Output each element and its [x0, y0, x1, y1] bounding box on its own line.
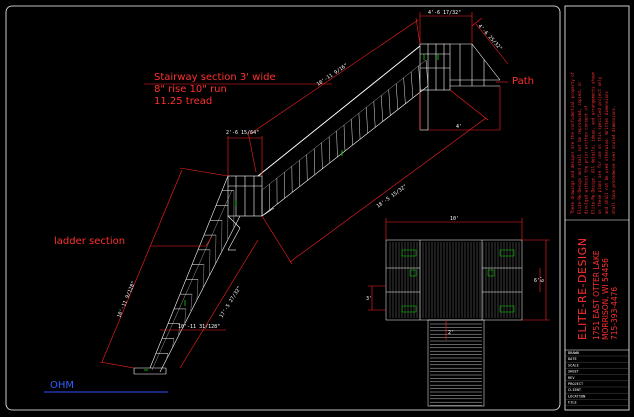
- notice-line: These drawings and designs are the confi…: [570, 71, 575, 214]
- ladder-brace: [184, 308, 187, 325]
- dim-top-width: 4'-6 17/32": [428, 10, 461, 16]
- dim-ladder-diag: 17'-5 27/32": [219, 285, 243, 319]
- green-marks: [144, 54, 439, 371]
- notes: Stairway section 3' wide 8" rise 10" run…: [50, 72, 534, 391]
- baluster: [321, 142, 323, 169]
- title-row-label: CLIENT: [568, 388, 582, 392]
- dim-plan-height: 6': [540, 276, 546, 282]
- stairway-note-2: 8" rise 10" run: [154, 84, 227, 95]
- dim-ladder-base: 10'-11 31/128": [178, 324, 220, 330]
- ladder-brace: [202, 264, 205, 289]
- ladder-brace: [196, 279, 199, 301]
- dim-upper-stair: 10'-11 9/16": [316, 62, 349, 87]
- notice-line: Elite-Re-Design. All details, ideas, and…: [590, 71, 595, 214]
- ladder-brace: [190, 294, 193, 313]
- dim-landing: 2'-6 15/64": [226, 130, 259, 136]
- title-row-label: PROJECT: [568, 382, 584, 386]
- dimension-lines: [99, 12, 509, 369]
- ohm-note: OHM: [50, 380, 74, 391]
- title-row-label: SHEET: [568, 370, 580, 374]
- baluster: [336, 130, 338, 157]
- dim-ladder-len: 10'-11 9/128": [116, 280, 137, 318]
- title-row-label: SCALE: [568, 363, 579, 367]
- ladder-note: ladder section: [54, 236, 125, 247]
- ladder-brace: [208, 249, 211, 277]
- plan-dimensions: [368, 218, 550, 340]
- upper-balusters: [261, 59, 429, 216]
- title-block: These drawings and designs are the confi…: [565, 71, 629, 406]
- baluster: [373, 101, 376, 128]
- title-rows: DRAWN DATE SCALE SHEET REV PROJECT CLIENT LOCAT…: [565, 351, 629, 406]
- title-notice: These drawings and designs are the confi…: [570, 71, 616, 214]
- dim-stair-diag: 18'-5 15/32": [376, 184, 409, 210]
- notice-line: and shall not be used otherwise. Written…: [604, 91, 609, 214]
- baluster: [388, 89, 391, 116]
- baluster: [306, 154, 308, 181]
- dim-plan-width: 10': [450, 216, 459, 222]
- title-row-label: LOCATION: [568, 394, 585, 398]
- notice-line: divulged without the prior written conse…: [584, 105, 589, 214]
- baluster: [381, 95, 383, 122]
- notice-line: shall have precedence over scaled dimens…: [611, 106, 616, 214]
- notice-line: on these plans are for use on this speci…: [597, 76, 602, 214]
- baluster: [366, 107, 368, 134]
- stairway-note-1: Stairway section 3' wide: [154, 72, 276, 83]
- deck-plan: [385, 239, 523, 407]
- plan-hatch: [389, 242, 520, 318]
- ladder-brace: [165, 353, 169, 361]
- baluster: [343, 124, 346, 152]
- baluster: [328, 136, 331, 163]
- dim-plan-mid: 2': [448, 330, 454, 336]
- dim-plan-left: 3': [366, 296, 372, 302]
- notice-line: Elite-Re-Design and shall not be reprodu…: [577, 81, 582, 214]
- baluster: [403, 77, 406, 104]
- company-name: ELITE-RE-DESIGN: [576, 238, 589, 340]
- drawing-border: [5, 5, 561, 411]
- dim-plan-right: 6': [534, 278, 540, 284]
- baluster: [395, 83, 399, 110]
- title-row-label: REV: [568, 376, 575, 380]
- baluster: [313, 148, 316, 175]
- title-row-label: DATE: [568, 357, 577, 361]
- ladder-brace: [172, 338, 175, 349]
- title-row-label: DRAWN: [568, 351, 579, 355]
- baluster: [351, 119, 353, 146]
- company-address-1: 1751 EAST OTTER LAKE: [592, 250, 601, 340]
- company-phone: 715-393-4476: [610, 287, 619, 340]
- baluster: [358, 113, 361, 140]
- path-note: Path: [512, 76, 534, 87]
- stairway-note-3: 11.25 tread: [154, 96, 212, 107]
- title-row-label: FILE: [568, 401, 577, 405]
- title-block-border: [564, 5, 630, 411]
- baluster: [425, 59, 429, 87]
- dim-small-4: 4': [456, 124, 462, 130]
- plan-steps: [430, 323, 482, 406]
- dim-top-angle: 4'-6 25/32": [477, 23, 504, 52]
- baluster: [410, 71, 414, 98]
- ladder-brace: [215, 235, 217, 265]
- company-address-2: MORRISON, WI 54456: [601, 258, 610, 340]
